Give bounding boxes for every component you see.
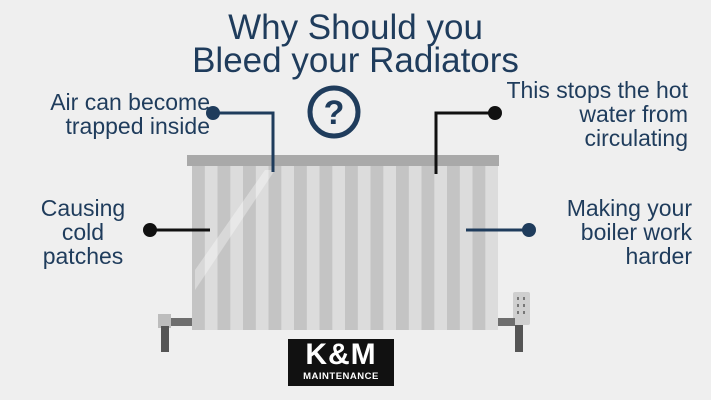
question-mark-icon: ? [307, 85, 361, 139]
connector-boiler-harder [466, 223, 536, 237]
logo-initials: K&M [305, 338, 377, 371]
title-line-2: Bleed your Radiators [192, 41, 519, 80]
callout-boiler-harder: Making your boiler work harder [534, 196, 692, 268]
radiator-fin [192, 166, 205, 330]
callout-line: cold [61, 219, 105, 245]
title-line-1: Why Should you [228, 8, 483, 47]
callout-line: This stops the hot [506, 77, 688, 103]
radiator [187, 155, 499, 330]
radiator-fin [345, 166, 358, 330]
callout-cold-patches: Causing cold patches [20, 196, 146, 268]
radiator-fin [396, 166, 409, 330]
callout-line: Making your [566, 195, 692, 221]
callout-line: patches [42, 243, 124, 269]
callout-line: trapped inside [65, 113, 211, 139]
question-mark-glyph: ? [324, 94, 345, 132]
radiator-fin [268, 166, 282, 330]
callout-line: circulating [584, 125, 688, 151]
callout-line: harder [625, 243, 692, 269]
km-maintenance-logo: K&M MAINTENANCE [288, 339, 394, 386]
callout-line: Air can become [50, 89, 210, 115]
radiator-fin [319, 166, 333, 330]
right-valve [493, 292, 530, 352]
radiator-fin [243, 166, 256, 330]
radiator-fin [217, 166, 231, 330]
left-valve [158, 314, 197, 352]
radiator-fin [447, 166, 460, 330]
callout-line: Causing [40, 195, 126, 221]
callout-line: water from [579, 101, 688, 127]
connector-stops-hot-water [434, 106, 502, 174]
radiator-fin [472, 166, 486, 330]
radiator-fin [294, 166, 307, 330]
connector-air-trapped [206, 106, 275, 172]
connector-cold-patches [143, 223, 210, 237]
radiator-fin [421, 166, 435, 330]
callout-stops-hot-water: This stops the hot water from circulatin… [480, 78, 688, 150]
callout-air-trapped: Air can become trapped inside [12, 90, 210, 138]
radiator-fin [370, 166, 384, 330]
logo-subtitle: MAINTENANCE [303, 371, 379, 382]
callout-line: boiler work [580, 219, 692, 245]
